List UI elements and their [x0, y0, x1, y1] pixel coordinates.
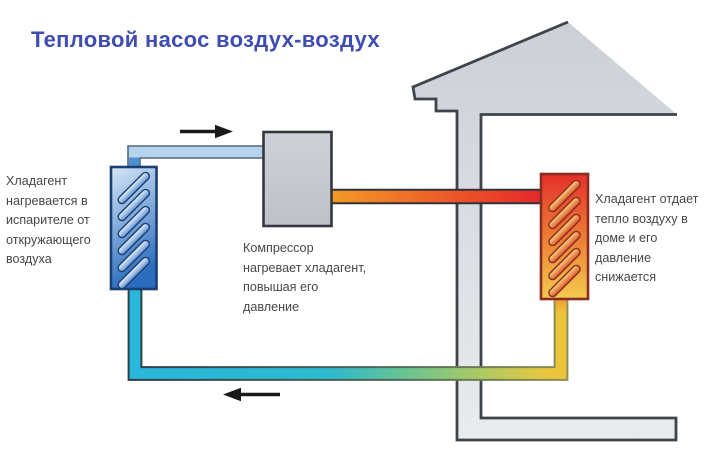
condenser-coil-fins	[548, 179, 581, 298]
diagram-title: Тепловой насос воздух-воздух	[31, 27, 380, 52]
condenser-unit	[539, 172, 590, 301]
flow-arrows	[180, 124, 280, 402]
evaporator-coil-fins	[117, 171, 151, 290]
arrow-left-icon	[223, 387, 280, 402]
pipe-evaporator-to-compressor	[127, 145, 267, 172]
arrow-right-icon	[180, 124, 233, 139]
pipe-condenser-to-evaporator	[127, 287, 569, 381]
house-silhouette	[413, 22, 677, 440]
refrigerant-pipes	[127, 145, 569, 381]
evaporator-unit	[109, 165, 158, 291]
compressor-unit	[262, 130, 333, 228]
